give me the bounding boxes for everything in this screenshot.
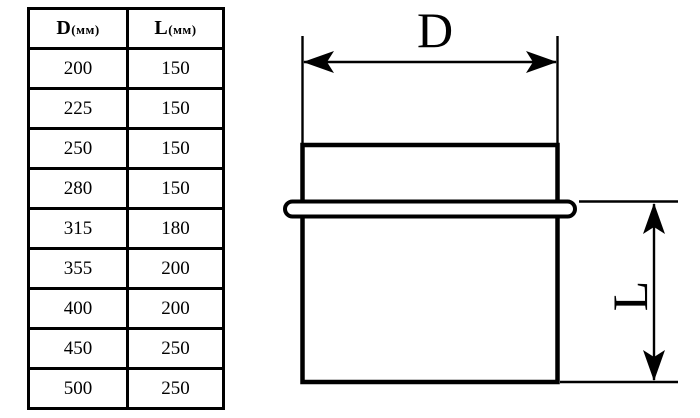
cell-d: 355 [27, 247, 129, 290]
table-header-row: D(мм) L(мм) [27, 7, 225, 50]
cell-l: 250 [126, 367, 225, 410]
column-header-d-name: D [56, 17, 72, 39]
d-arrowhead-left-icon [303, 51, 334, 73]
cell-l: 150 [126, 167, 225, 210]
table-row: 400 200 [27, 287, 225, 330]
cell-d: 500 [27, 367, 129, 410]
cell-l: 200 [126, 247, 225, 290]
cell-l: 200 [126, 287, 225, 330]
dimensions-table: D(мм) L(мм) 200 150 225 150 250 150 280 … [27, 7, 225, 410]
body-outline [300, 210, 560, 385]
table-row: 315 180 [27, 207, 225, 250]
table-row: 280 150 [27, 167, 225, 210]
flange [283, 199, 577, 219]
cell-d: 400 [27, 287, 129, 330]
cell-l: 180 [126, 207, 225, 250]
table-row: 500 250 [27, 367, 225, 410]
cell-l: 150 [126, 127, 225, 170]
column-header-d-unit: (мм) [71, 22, 100, 37]
l-arrowhead-down-icon [643, 350, 665, 381]
table-row: 225 150 [27, 87, 225, 130]
cell-d: 200 [27, 47, 129, 90]
column-header-l-unit: (мм) [168, 22, 197, 37]
table-row: 450 250 [27, 327, 225, 370]
cell-d: 225 [27, 87, 129, 130]
cell-l: 150 [126, 47, 225, 90]
cell-d: 315 [27, 207, 129, 250]
cell-l: 150 [126, 87, 225, 130]
table-row: 250 150 [27, 127, 225, 170]
diameter-dim-label: D [417, 2, 453, 58]
table-row: 200 150 [27, 47, 225, 90]
length-dim-label: L [602, 281, 658, 312]
upper-collar-outline [300, 142, 560, 206]
column-header-l-name: L [154, 17, 169, 39]
column-header-l: L(мм) [126, 7, 225, 50]
d-arrowhead-right-icon [526, 51, 557, 73]
l-arrowhead-up-icon [643, 203, 665, 234]
column-header-d: D(мм) [27, 7, 129, 50]
table-row: 355 200 [27, 247, 225, 290]
cell-d: 250 [27, 127, 129, 170]
cell-d: 280 [27, 167, 129, 210]
cell-d: 450 [27, 327, 129, 370]
cell-l: 250 [126, 327, 225, 370]
